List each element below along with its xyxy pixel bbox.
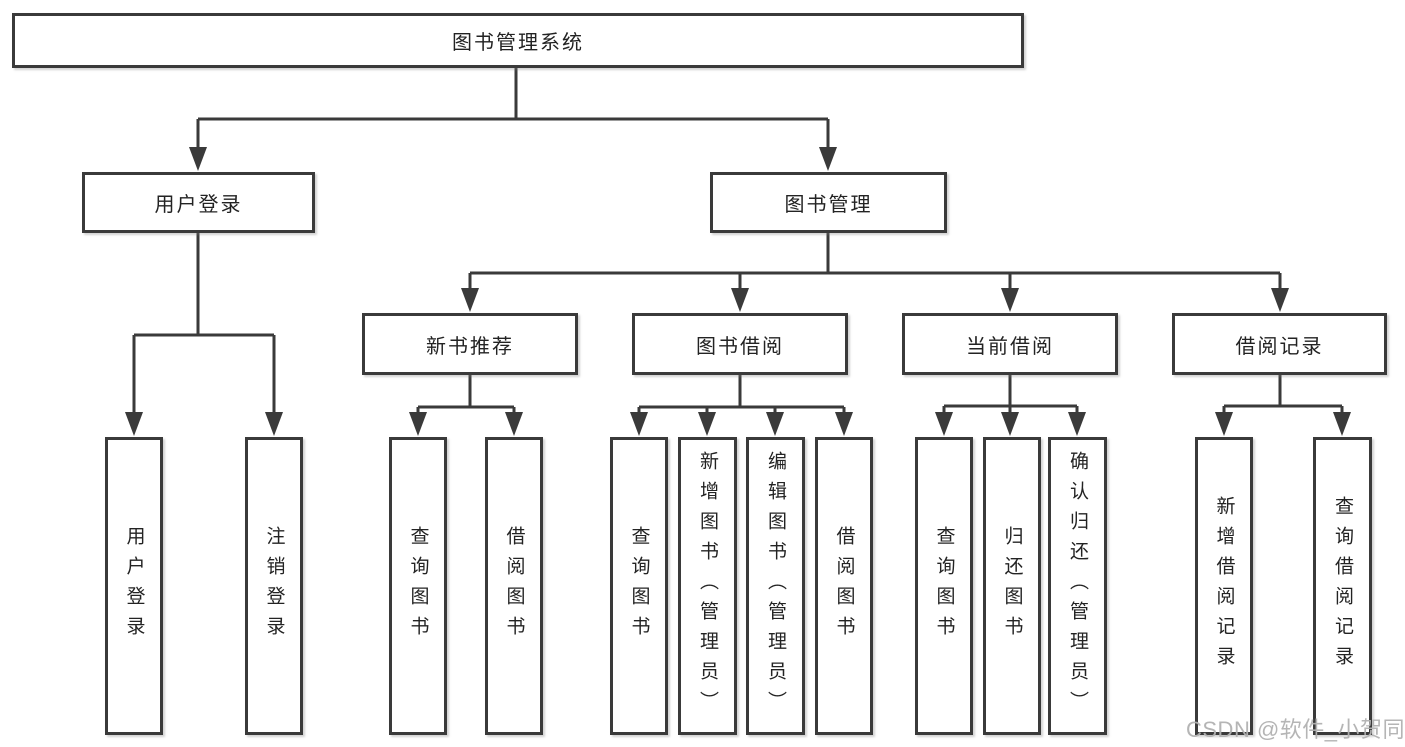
leaf-add-borrow-record: 新增借阅记录: [1195, 437, 1253, 735]
leaf-logout: 注销登录: [245, 437, 303, 735]
leaf-borrow-books: 借阅图书: [815, 437, 873, 735]
node-user-login: 用户登录: [82, 172, 315, 233]
node-borrow-records: 借阅记录: [1172, 313, 1387, 375]
node-library-management-system: 图书管理系统: [12, 13, 1024, 68]
leaf-return-book: 归还图书: [983, 437, 1041, 735]
node-new-book-recommend: 新书推荐: [362, 313, 578, 375]
node-book-borrow: 图书借阅: [632, 313, 848, 375]
leaf-user-login: 用户登录: [105, 437, 163, 735]
leaf-add-book-admin: 新增图书（管理员）: [678, 437, 737, 735]
csdn-watermark: CSDN @软件_小贺同学: [1186, 717, 1405, 742]
leaf-query-books-borrow: 查询图书: [610, 437, 668, 735]
leaf-confirm-return-admin: 确认归还（管理员）: [1048, 437, 1107, 735]
arrowhead-icons: [125, 147, 1351, 436]
leaf-query-books-current: 查询图书: [915, 437, 973, 735]
leaf-query-books-recommend: 查询图书: [389, 437, 447, 735]
node-book-management: 图书管理: [710, 172, 947, 233]
leaf-borrow-books-recommend: 借阅图书: [485, 437, 543, 735]
leaf-query-borrow-record: 查询借阅记录: [1313, 437, 1372, 735]
node-current-borrow: 当前借阅: [902, 313, 1118, 375]
leaf-edit-book-admin: 编辑图书（管理员）: [746, 437, 805, 735]
